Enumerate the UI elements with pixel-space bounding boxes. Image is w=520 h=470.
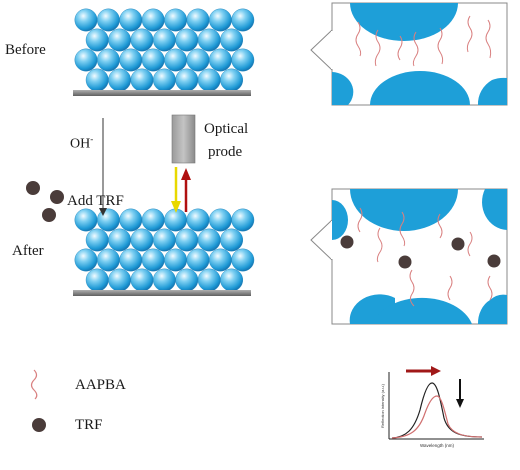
colloidal-sphere bbox=[231, 48, 255, 72]
colloidal-sphere bbox=[220, 68, 244, 92]
colloidal-sphere bbox=[85, 68, 109, 92]
trf-molecule bbox=[340, 235, 354, 249]
colloidal-sphere bbox=[186, 208, 210, 232]
colloidal-sphere bbox=[141, 48, 165, 72]
colloidal-sphere bbox=[130, 68, 154, 92]
colloidal-sphere bbox=[108, 268, 132, 292]
colloidal-sphere bbox=[152, 228, 176, 252]
colloidal-sphere bbox=[186, 8, 210, 32]
colloidal-sphere bbox=[197, 68, 221, 92]
colloidal-sphere bbox=[197, 28, 221, 52]
colloidal-sphere bbox=[164, 48, 188, 72]
colloidal-sphere bbox=[108, 228, 132, 252]
colloidal-sphere bbox=[130, 268, 154, 292]
legend-aapba-label: AAPBA bbox=[75, 377, 126, 393]
oh-arrow-head bbox=[99, 208, 107, 216]
spectrum-xlabel: Wavelength (nm) bbox=[420, 443, 455, 448]
colloidal-sphere bbox=[220, 228, 244, 252]
optical-probe-label-line2: prode bbox=[208, 144, 243, 160]
colloidal-sphere bbox=[85, 268, 109, 292]
colloidal-sphere bbox=[197, 228, 221, 252]
colloidal-sphere bbox=[220, 28, 244, 52]
colloidal-sphere bbox=[97, 48, 120, 72]
colloidal-sphere bbox=[97, 208, 120, 232]
colloidal-sphere bbox=[175, 268, 199, 292]
trf-molecule bbox=[50, 190, 64, 204]
trf-molecule bbox=[451, 237, 465, 251]
after-substrate bbox=[73, 290, 251, 296]
redshift-arrow-head bbox=[431, 366, 441, 376]
colloidal-sphere bbox=[141, 208, 165, 232]
trf-molecule bbox=[487, 254, 501, 268]
colloidal-sphere bbox=[220, 268, 244, 292]
before-label: Before bbox=[5, 42, 46, 58]
trf-molecule bbox=[26, 181, 40, 195]
before-substrate bbox=[73, 90, 251, 96]
colloidal-sphere bbox=[141, 8, 165, 32]
before-crystal bbox=[74, 8, 255, 92]
colloidal-sphere bbox=[175, 68, 199, 92]
colloidal-sphere bbox=[74, 48, 98, 72]
legend-trf-label: TRF bbox=[75, 417, 103, 433]
colloidal-sphere bbox=[186, 248, 210, 272]
trf-molecule bbox=[398, 255, 412, 269]
colloidal-sphere bbox=[97, 248, 120, 272]
colloidal-sphere bbox=[208, 48, 232, 72]
colloidal-sphere bbox=[208, 248, 232, 272]
incident-light-arrow-head bbox=[171, 201, 181, 213]
colloidal-sphere bbox=[74, 208, 98, 232]
colloidal-sphere bbox=[175, 28, 199, 52]
oh-label-sup: - bbox=[90, 134, 94, 144]
colloidal-sphere bbox=[108, 28, 132, 52]
intensity-decrease-arrow-head bbox=[456, 399, 464, 408]
oh-label: OH- bbox=[70, 135, 93, 152]
colloidal-sphere bbox=[130, 228, 154, 252]
optical-probe-label-line1: Optical bbox=[204, 121, 249, 137]
colloidal-sphere bbox=[152, 268, 176, 292]
colloidal-sphere bbox=[119, 208, 143, 232]
spectrum-inset: Wavelength (nm) Reflection intensity (a.… bbox=[380, 366, 484, 448]
colloidal-sphere bbox=[186, 48, 210, 72]
colloidal-sphere bbox=[175, 228, 199, 252]
colloidal-sphere bbox=[74, 8, 98, 32]
colloidal-sphere bbox=[231, 208, 255, 232]
colloidal-sphere bbox=[74, 248, 98, 272]
colloidal-sphere bbox=[152, 28, 176, 52]
colloidal-sphere bbox=[231, 248, 255, 272]
colloidal-sphere bbox=[97, 8, 120, 32]
colloidal-sphere bbox=[85, 228, 109, 252]
zoom-panel-after bbox=[310, 188, 508, 325]
colloidal-sphere bbox=[119, 248, 143, 272]
add-trf-label: Add TRF bbox=[67, 193, 124, 209]
oh-label-base: OH bbox=[70, 136, 91, 152]
spectrum-curve-before bbox=[391, 382, 483, 439]
after-crystal bbox=[74, 208, 255, 292]
colloidal-sphere bbox=[231, 8, 255, 32]
spectrum-curve-after bbox=[391, 395, 483, 439]
colloidal-sphere bbox=[164, 248, 188, 272]
colloidal-sphere bbox=[208, 8, 232, 32]
trf-molecule bbox=[42, 208, 56, 222]
colloidal-sphere bbox=[119, 8, 143, 32]
legend-aapba-marker bbox=[30, 369, 38, 400]
colloidal-sphere bbox=[152, 68, 176, 92]
reflected-light-arrow-head bbox=[181, 168, 191, 180]
colloidal-sphere bbox=[197, 268, 221, 292]
colloidal-sphere bbox=[119, 48, 143, 72]
colloidal-sphere bbox=[164, 208, 188, 232]
optical-probe bbox=[171, 114, 196, 164]
zoom-panel-before bbox=[310, 2, 508, 106]
spectrum-ylabel: Reflection intensity (a.u.) bbox=[380, 383, 385, 428]
colloidal-sphere bbox=[164, 8, 188, 32]
after-label: After bbox=[12, 243, 44, 259]
colloidal-sphere bbox=[108, 68, 132, 92]
colloidal-sphere bbox=[208, 208, 232, 232]
colloidal-sphere bbox=[85, 28, 109, 52]
colloidal-sphere bbox=[141, 248, 165, 272]
colloidal-sphere bbox=[130, 28, 154, 52]
legend-trf-marker bbox=[32, 418, 46, 432]
